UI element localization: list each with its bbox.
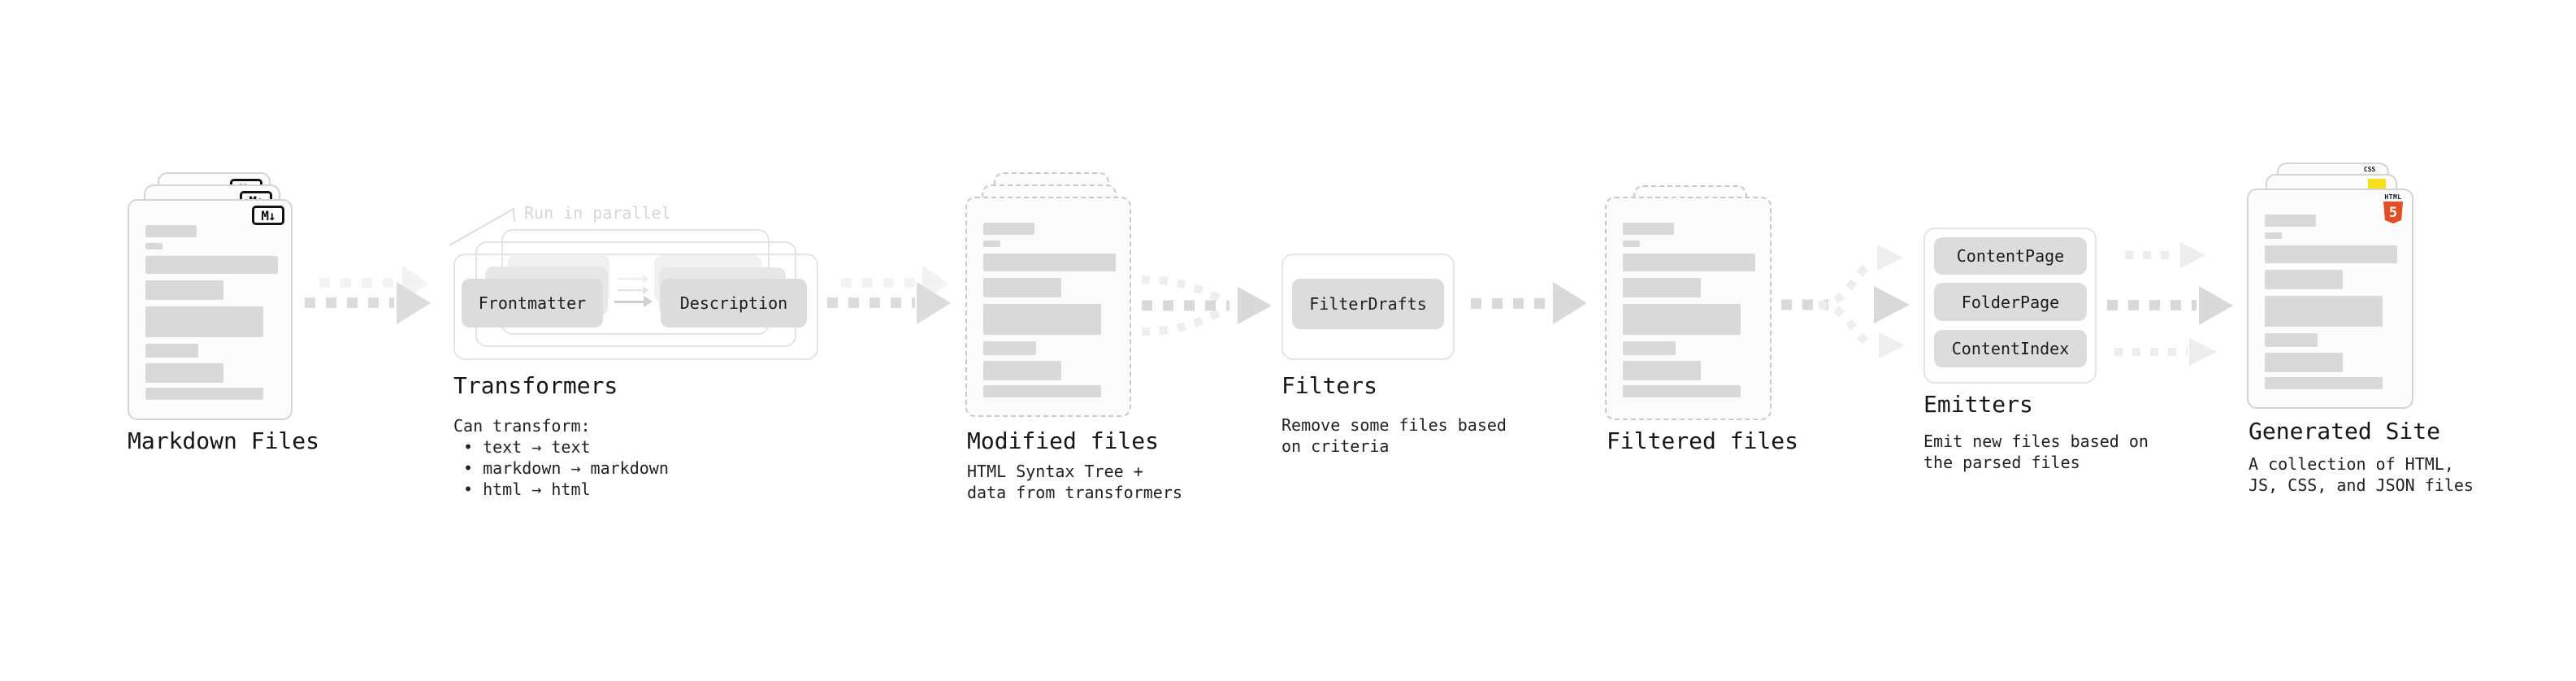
emitters-note: Emit new files based on the parsed files [1923,431,2149,473]
arrow-fanout-filtered-to-emitters-icon [1781,245,1910,358]
document-card: M↓ [128,199,293,420]
callout-label: Run in parallel [524,203,671,223]
placeholder-line [1623,304,1741,335]
note-line: data from transformers [967,483,1182,502]
note-line: Remove some files based [1281,415,1507,435]
arrow-dash-line [841,278,922,288]
placeholder-line [983,304,1101,335]
placeholder-line [1623,278,1701,297]
arrow-head-icon [2180,242,2205,268]
placeholder-line [1623,385,1741,397]
placeholder-line [145,388,263,400]
placeholder-line [145,225,197,237]
document-card [965,197,1131,417]
generated-site-note: A collection of HTML, JS, CSS, and JSON … [2249,453,2474,496]
stage-title-emitters: Emitters [1923,391,2033,418]
placeholder-line [145,344,198,358]
note-line: • text → text [463,437,591,457]
note-line: Emit new files based on [1923,432,2149,451]
arrow-head-icon [1553,282,1587,324]
placeholder-line [2265,353,2343,372]
document-card: HTML 5 [2247,189,2413,409]
placeholder-line [983,361,1061,380]
arrow-dash-line [2125,251,2179,259]
stage-title-markdown-files: Markdown Files [128,427,320,454]
mini-arrow-line [618,278,642,280]
placeholder-line [2265,215,2316,227]
placeholder-line [2265,333,2318,347]
filterdrafts-chip: FilterDrafts [1292,279,1444,329]
arrow-fanin-modified-to-filters-icon [1141,275,1272,336]
arrow-head-icon [2199,286,2233,325]
placeholder-line [983,385,1101,397]
arrow-dash-line [1471,298,1550,309]
modified-files-note: HTML Syntax Tree + data from transformer… [967,461,1182,503]
note-line: • markdown → markdown [463,458,669,478]
transformers-note-list: • text → text • markdown → markdown • ht… [463,436,669,500]
placeholder-line [1623,341,1676,355]
stage-title-modified-files: Modified files [967,427,1160,454]
document-card [1605,197,1772,420]
mini-arrow-line [618,289,642,291]
arrow-dash-line [2107,300,2197,310]
note-line: the parsed files [1923,453,2080,472]
css-icon-label: CSS [2363,166,2376,173]
mini-arrow-head-icon [643,275,649,283]
placeholder-line [2265,296,2383,327]
placeholder-line [1623,223,1674,235]
placeholder-line [983,241,1000,247]
html5-shield-icon: 5 [2383,202,2403,223]
transformers-note-heading: Can transform: [453,416,591,436]
placeholder-line [1623,361,1701,380]
arrow-dash-line [2114,348,2188,356]
stage-title-filtered-files: Filtered files [1607,427,1799,454]
contentpage-chip: ContentPage [1934,237,2087,275]
placeholder-line [2265,245,2397,263]
placeholder-line [145,363,223,383]
stage-title-filters: Filters [1281,372,1378,399]
placeholder-line [145,256,278,274]
mini-arrow-line [614,301,644,303]
description-chip: Description [661,279,807,327]
frontmatter-chip: Frontmatter [462,279,603,327]
arrow-dash-line [305,297,394,308]
note-line: JS, CSS, and JSON files [2249,475,2474,495]
placeholder-line [145,243,163,249]
placeholder-line [1623,254,1755,271]
placeholder-line [2265,232,2282,239]
transformer-layer-card [453,254,818,360]
html5-icon-label: HTML [2384,193,2402,201]
placeholder-line [2265,377,2383,389]
arrow-dash-line [827,297,915,308]
placeholder-line [983,341,1036,355]
mini-arrow-head-icon [644,296,653,307]
arrow-head-icon [917,282,951,324]
folderpage-chip: FolderPage [1934,283,2087,321]
arrow-dash-line [319,278,407,288]
placeholder-line [983,223,1034,235]
placeholder-line [1623,241,1640,247]
placeholder-line [145,306,263,337]
markdown-icon: M↓ [252,206,284,225]
note-line: • html → html [463,479,591,499]
stage-title-transformers: Transformers [453,372,618,399]
arrow-head-icon [397,282,431,324]
contentindex-chip: ContentIndex [1934,330,2087,367]
placeholder-line [2265,270,2343,289]
note-line: on criteria [1281,436,1390,456]
placeholder-line [145,280,223,300]
mini-arrow-head-icon [643,286,649,294]
placeholder-line [983,278,1061,297]
arrow-head-icon [2189,338,2217,366]
note-line: A collection of HTML, [2249,454,2454,474]
stage-title-generated-site: Generated Site [2249,418,2441,445]
callout-line-icon [449,207,515,246]
note-line: HTML Syntax Tree + [967,462,1143,481]
html5-icon: HTML 5 [2383,193,2404,223]
placeholder-line [983,254,1116,271]
filters-note: Remove some files based on criteria [1281,414,1507,457]
